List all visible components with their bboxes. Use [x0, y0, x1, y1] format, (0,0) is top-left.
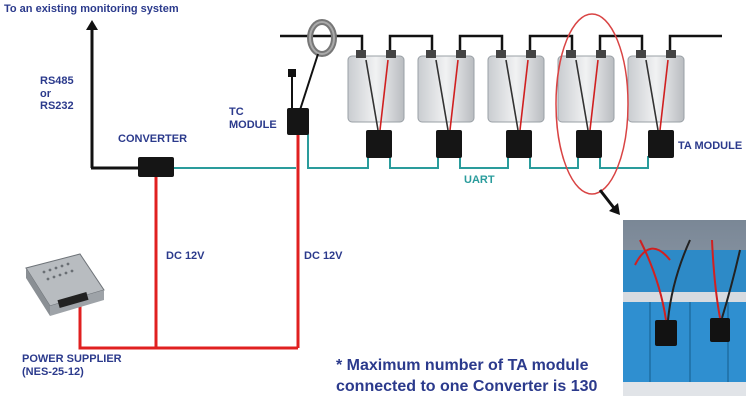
protocol-rs485: RS485: [40, 75, 74, 87]
current-sensor-coil: [288, 19, 337, 111]
capacity-note: * Maximum number of TA module connected …: [336, 356, 597, 398]
ta-modules: [366, 130, 674, 158]
dc-12v-label-right: DC 12V: [304, 250, 343, 262]
protocol-rs232: RS232: [40, 100, 74, 113]
converter-label: CONVERTER: [118, 133, 188, 145]
power-supply: [25, 253, 105, 316]
battery-cell: [557, 50, 615, 131]
dc-wiring: [78, 135, 300, 350]
uart-label: UART: [464, 174, 495, 186]
monitoring-system-label: To an existing monitoring system: [4, 3, 179, 15]
uart-wiring: [174, 134, 649, 169]
pointer-arrow: [598, 189, 620, 215]
power-supplier-label: POWER SUPPLIER (NES-25-12): [22, 353, 122, 378]
tc-module-box: [287, 108, 309, 135]
tc-module-label-line1: TC: [229, 106, 244, 118]
ta-module-box: [366, 130, 392, 158]
converter-box: [138, 157, 174, 177]
battery-cell: [417, 50, 475, 131]
ta-module-box: [506, 130, 532, 158]
protocol-label: RS485 or RS232: [40, 75, 74, 113]
ta-module-box: [576, 130, 602, 158]
ta-module-label: TA MODULE: [678, 140, 743, 152]
battery-cell: [627, 50, 685, 131]
ta-module-box: [436, 130, 462, 158]
battery-cells: [347, 50, 685, 131]
capacity-note-line1: * Maximum number of TA module: [336, 357, 589, 374]
battery-cell: [347, 50, 405, 131]
battery-cell: [487, 50, 545, 131]
tc-module-label-line2: MODULE: [229, 118, 277, 131]
ta-module-box: [648, 130, 674, 158]
rs485-link: [86, 20, 140, 170]
dc-12v-label-left: DC 12V: [166, 250, 205, 262]
highlight-ellipse: [555, 13, 629, 195]
power-supplier-model: (NES-25-12): [22, 365, 84, 378]
installation-photo: [623, 220, 746, 396]
tc-module-label: TC MODULE: [229, 106, 277, 131]
capacity-note-line2: connected to one Converter is 130: [336, 377, 598, 395]
protocol-or: or: [40, 87, 51, 100]
power-supplier-name: POWER SUPPLIER: [22, 353, 122, 365]
